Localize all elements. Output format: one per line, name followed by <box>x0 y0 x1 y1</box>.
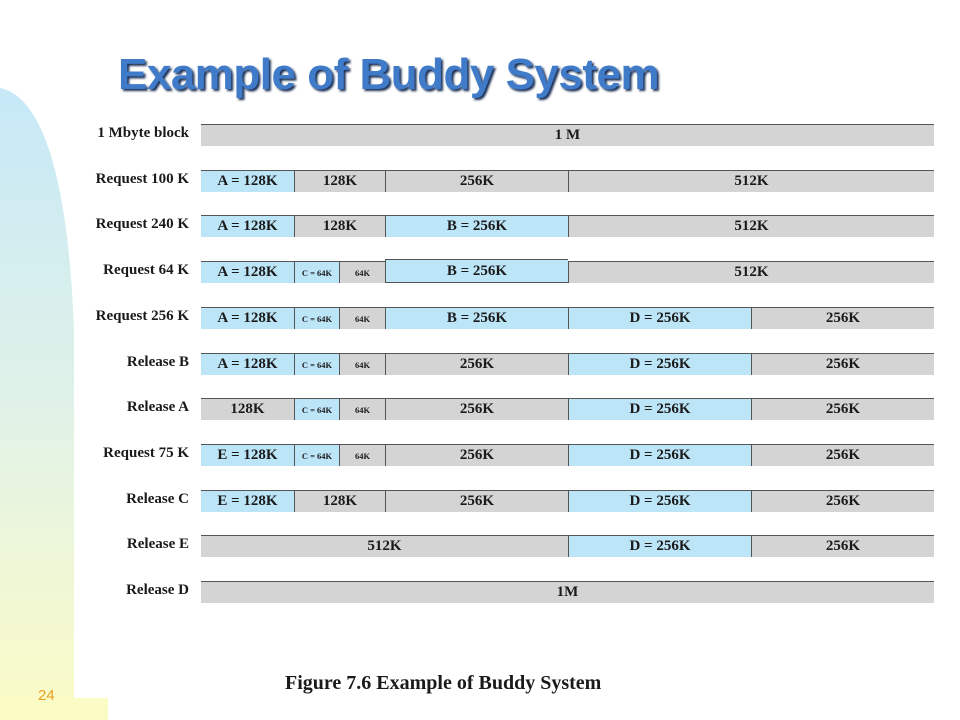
free-block: 128K <box>294 215 385 237</box>
row-label: Request 100 K <box>95 171 189 187</box>
allocated-block: C = 64K <box>294 261 339 283</box>
allocated-block: C = 64K <box>294 444 339 466</box>
allocated-block: D = 256K <box>568 398 751 420</box>
row-label: Release C <box>126 491 189 507</box>
allocated-block: C = 64K <box>294 353 339 375</box>
allocated-block: E = 128K <box>201 444 294 466</box>
free-block: 128K <box>294 170 385 192</box>
row-label: Release E <box>126 536 189 552</box>
free-block: 256K <box>385 490 568 512</box>
allocated-block: B = 256K <box>385 307 568 329</box>
allocated-block: A = 128K <box>201 353 294 375</box>
free-block: 256K <box>751 535 934 557</box>
free-block: 256K <box>385 444 568 466</box>
free-block: 128K <box>294 490 385 512</box>
allocated-block: D = 256K <box>568 535 751 557</box>
row-label: Release A <box>126 399 189 415</box>
allocated-block: D = 256K <box>568 490 751 512</box>
allocated-block: B = 256K <box>385 215 568 237</box>
free-block: 256K <box>385 170 568 192</box>
free-block: 512K <box>201 535 568 557</box>
allocated-block: B = 256K <box>385 259 568 283</box>
row-label: Release D <box>126 582 189 598</box>
page-number: 24 <box>38 687 55 704</box>
allocated-block: C = 64K <box>294 398 339 420</box>
allocated-block: A = 128K <box>201 215 294 237</box>
free-block: 128K <box>201 398 294 420</box>
slide-title: Example of Buddy System <box>118 50 660 99</box>
allocated-block: D = 256K <box>568 444 751 466</box>
figure-caption: Figure 7.6 Example of Buddy System <box>285 672 602 694</box>
free-block: 64K <box>339 261 385 283</box>
free-block: 256K <box>751 490 934 512</box>
free-block: 64K <box>339 307 385 329</box>
row-label: Release B <box>126 354 189 370</box>
free-block: 512K <box>568 215 934 237</box>
allocated-block: C = 64K <box>294 307 339 329</box>
free-block: 512K <box>568 170 934 192</box>
row-label: Request 64 K <box>103 262 189 278</box>
free-block: 256K <box>385 398 568 420</box>
row-label: Request 240 K <box>95 216 189 232</box>
row-label: 1 Mbyte block <box>97 125 189 141</box>
row-label: Request 256 K <box>95 308 189 324</box>
free-block: 256K <box>751 353 934 375</box>
free-block: 64K <box>339 353 385 375</box>
free-block: 512K <box>568 261 934 283</box>
allocated-block: D = 256K <box>568 307 751 329</box>
free-block: 1M <box>201 581 934 603</box>
memory-bar: 1M <box>201 581 934 603</box>
allocated-block: A = 128K <box>201 170 294 192</box>
free-block: 1 M <box>201 124 934 146</box>
free-block: 64K <box>339 398 385 420</box>
allocated-block: E = 128K <box>201 490 294 512</box>
free-block: 256K <box>385 353 568 375</box>
free-block: 64K <box>339 444 385 466</box>
row-label: Request 75 K <box>103 445 189 461</box>
free-block: 256K <box>751 398 934 420</box>
allocated-block: D = 256K <box>568 353 751 375</box>
allocated-block: A = 128K <box>201 307 294 329</box>
allocated-block: A = 128K <box>201 261 294 283</box>
free-block: 256K <box>751 444 934 466</box>
memory-bar: 1 M <box>201 124 934 146</box>
free-block: 256K <box>751 307 934 329</box>
